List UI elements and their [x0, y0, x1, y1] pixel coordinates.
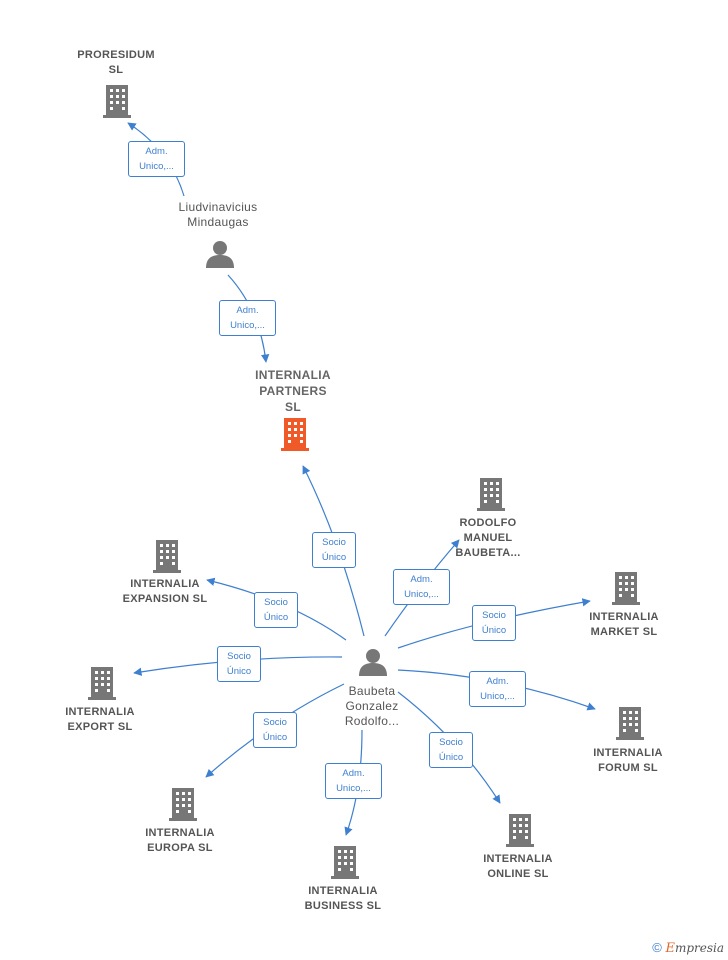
- copyright-icon: ©: [652, 940, 662, 955]
- node-export[interactable]: INTERNALIA EXPORT SL: [65, 706, 135, 733]
- node-liudvinavicius[interactable]: Liudvinavicius Mindaugas: [178, 200, 258, 229]
- node-business[interactable]: INTERNALIA BUSINESS SL: [304, 885, 382, 912]
- expansion-building-icon: [153, 540, 181, 573]
- edge-label-baubeta-online[interactable]: Socio Único: [429, 732, 473, 768]
- edge-label-liud-partners[interactable]: Adm. Unico,...: [219, 300, 276, 336]
- edge-label-baubeta-forum[interactable]: Adm. Unico,...: [469, 671, 526, 707]
- edge-label-baubeta-market[interactable]: Socio Único: [472, 605, 516, 641]
- footer-brand: © Empresia: [652, 940, 724, 956]
- brand-rest: mpresia: [674, 941, 724, 955]
- edge-label-baubeta-rodolfo[interactable]: Adm. Unico,...: [393, 569, 450, 605]
- node-internalia-partners[interactable]: INTERNALIA PARTNERS SL: [255, 368, 331, 414]
- edge-label-baubeta-europa[interactable]: Socio Único: [253, 712, 297, 748]
- node-online[interactable]: INTERNALIA ONLINE SL: [483, 853, 553, 880]
- online-building-icon: [506, 814, 534, 847]
- internalia-partners-building-icon: [281, 418, 309, 451]
- node-rodolfo[interactable]: RODOLFO MANUEL BAUBETA...: [455, 517, 521, 559]
- market-building-icon: [612, 572, 640, 605]
- edge-label-liud-proresidum[interactable]: Adm. Unico,...: [128, 141, 185, 177]
- forum-building-icon: [616, 707, 644, 740]
- brand-initial: E: [665, 941, 675, 956]
- node-market[interactable]: INTERNALIA MARKET SL: [589, 611, 659, 638]
- edge-label-baubeta-business[interactable]: Adm. Unico,...: [325, 763, 382, 799]
- proresidum-building-icon: [103, 85, 131, 118]
- node-expansion[interactable]: INTERNALIA EXPANSION SL: [122, 578, 208, 605]
- export-building-icon: [88, 667, 116, 700]
- europa-building-icon: [169, 788, 197, 821]
- business-building-icon: [331, 846, 359, 879]
- baubeta-person-icon: [359, 649, 387, 676]
- edge-label-baubeta-partners[interactable]: Socio Único: [312, 532, 356, 568]
- liudvinavicius-person-icon: [206, 241, 234, 268]
- node-proresidum[interactable]: PRORESIDUM SL: [77, 49, 155, 76]
- node-baubeta[interactable]: Baubeta Gonzalez Rodolfo...: [344, 684, 400, 728]
- edge-label-baubeta-export[interactable]: Socio Único: [217, 646, 261, 682]
- rodolfo-building-icon: [477, 478, 505, 511]
- node-forum[interactable]: INTERNALIA FORUM SL: [593, 747, 663, 774]
- edge-label-baubeta-expansion[interactable]: Socio Único: [254, 592, 298, 628]
- node-europa[interactable]: INTERNALIA EUROPA SL: [145, 827, 215, 854]
